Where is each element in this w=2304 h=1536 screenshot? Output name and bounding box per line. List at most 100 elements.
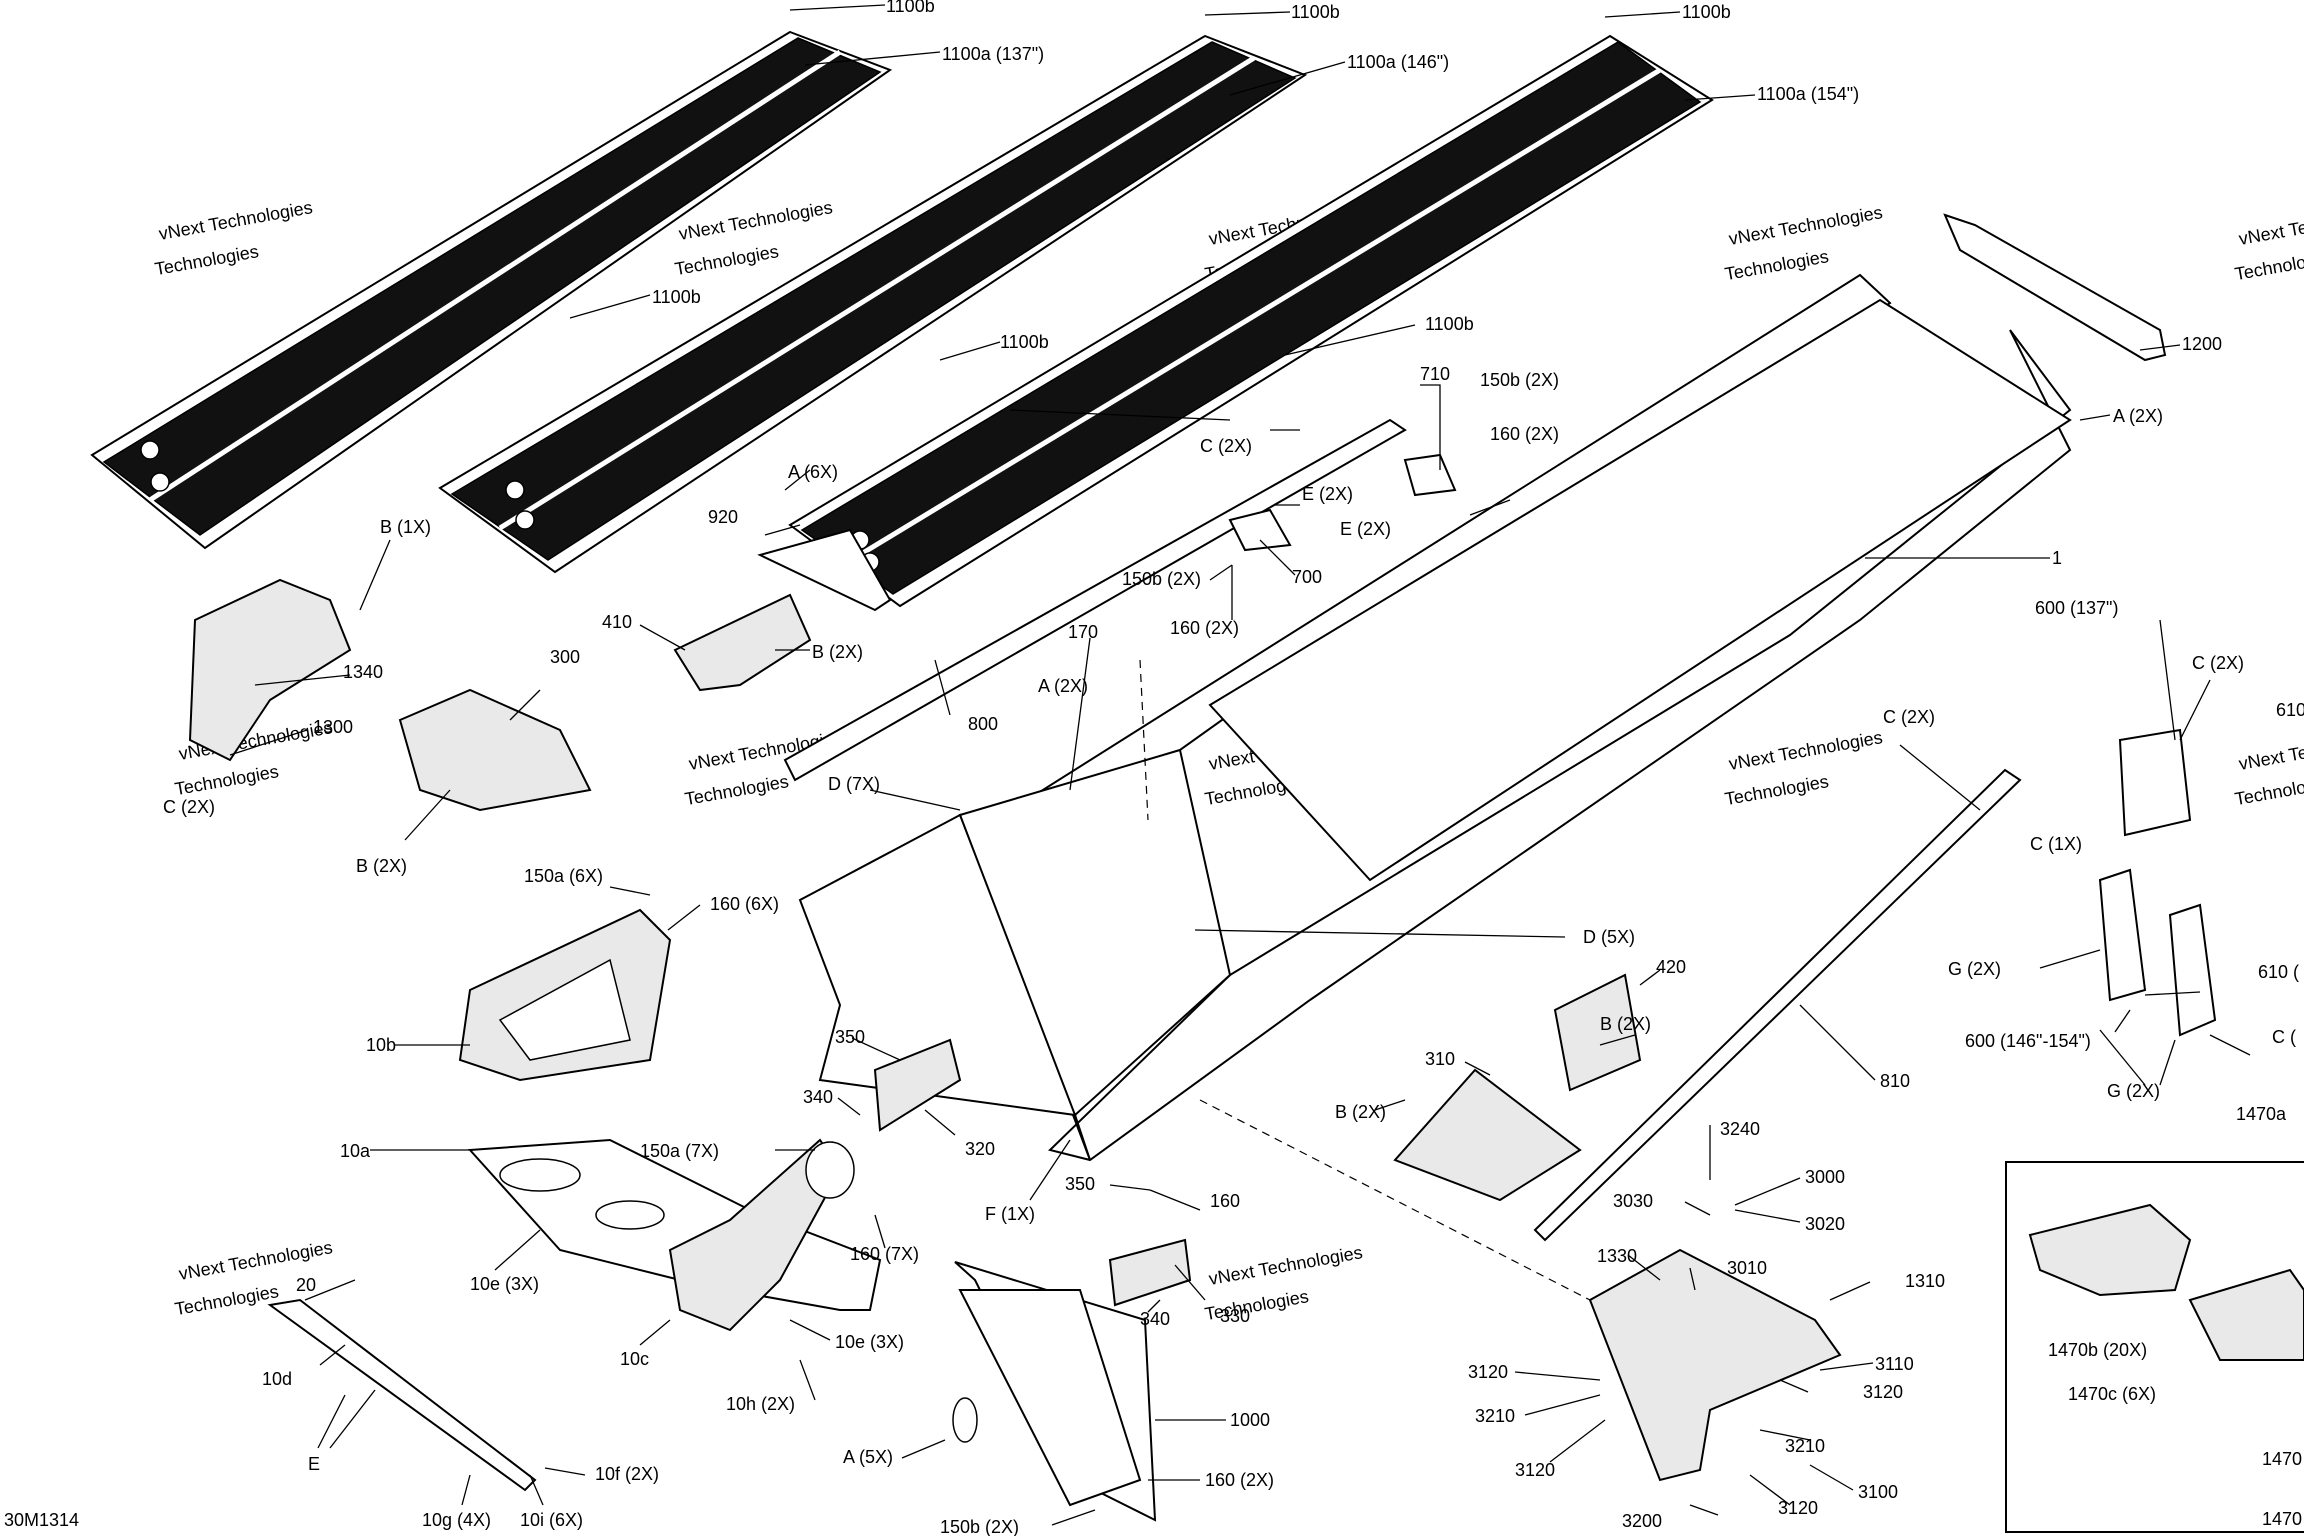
label-3030: 3030 xyxy=(1613,1191,1653,1211)
label-810: 810 xyxy=(1880,1071,1910,1091)
watermark-text: vNext Technologies xyxy=(1207,1242,1364,1289)
label-C-2x: C (2X) xyxy=(2192,653,2244,673)
label-F-1x: F (1X) xyxy=(985,1204,1035,1224)
label-150b-2x: 150b (2X) xyxy=(1480,370,1559,390)
bumper-310 xyxy=(1393,1068,1582,1202)
label-1100b: 1100b xyxy=(1000,332,1049,352)
label-B-2x: B (2X) xyxy=(1335,1102,1386,1122)
label-340: 340 xyxy=(803,1087,833,1107)
label-E-2x: E (2X) xyxy=(1340,519,1391,539)
watermark-text: vNext Technologies xyxy=(2237,727,2304,774)
label-10a: 10a xyxy=(340,1141,371,1161)
label-330: 330 xyxy=(1220,1306,1250,1326)
label-150b-2x: 150b (2X) xyxy=(940,1517,1019,1536)
label-160-2x: 160 (2X) xyxy=(1170,618,1239,638)
label-10d: 10d xyxy=(262,1369,292,1389)
label-B-2x: B (2X) xyxy=(1600,1014,1651,1034)
watermark-text: Technologies xyxy=(683,771,790,809)
label-310: 310 xyxy=(1425,1049,1455,1069)
diagram-code: 30M1314 xyxy=(4,1510,79,1530)
label-10i-6x: 10i (6X) xyxy=(520,1510,583,1530)
label-600-137: 600 (137") xyxy=(2035,598,2118,618)
label-10f-2x: 10f (2X) xyxy=(595,1464,659,1484)
label-3120: 3120 xyxy=(1863,1382,1903,1402)
label-1: 1 xyxy=(2052,548,2062,568)
label-1470a: 1470a xyxy=(2236,1104,2287,1124)
leader-lines xyxy=(229,4,2251,1526)
label-10g-4x: 10g (4X) xyxy=(422,1510,491,1530)
label-1100a-137: 1100a (137") xyxy=(942,44,1044,64)
label-610: 610 ( xyxy=(2258,962,2299,982)
label-710: 710 xyxy=(1420,364,1450,384)
label-1100b: 1100b xyxy=(886,0,935,16)
label-700: 700 xyxy=(1292,567,1322,587)
label-150a-7x: 150a (7X) xyxy=(640,1141,719,1161)
watermark-text: Technologies xyxy=(1723,246,1830,284)
bracket-410 xyxy=(673,593,812,692)
watermark-text: Technologies xyxy=(2233,246,2304,284)
label-10c: 10c xyxy=(620,1349,649,1369)
plate-330 xyxy=(1108,1238,1192,1307)
label-1470c-6x: 1470c (6X) xyxy=(2068,1384,2156,1404)
label-320: 320 xyxy=(965,1139,995,1159)
label-1100a-146: 1100a (146") xyxy=(1347,52,1449,72)
label-E: E xyxy=(308,1454,320,1474)
label-D-7x: D (7X) xyxy=(828,774,880,794)
label-3020: 3020 xyxy=(1805,1214,1845,1234)
label-A-6x: A (6X) xyxy=(788,462,838,482)
label-1100b: 1100b xyxy=(1291,2,1340,22)
watermark-text: vNext Technologies xyxy=(1727,202,1884,249)
label-D-5x: D (5X) xyxy=(1583,927,1635,947)
label-3120: 3120 xyxy=(1778,1498,1818,1518)
watermark-text: Technologies xyxy=(2233,771,2304,809)
cooler-1000 xyxy=(952,1261,1157,1522)
label-B-2x: B (2X) xyxy=(356,856,407,876)
label-10e-3x: 10e (3X) xyxy=(470,1274,539,1294)
label-1100b: 1100b xyxy=(1425,314,1474,334)
label-C-1x: C (1X) xyxy=(2030,834,2082,854)
watermark-text: Technologies xyxy=(1723,771,1830,809)
label-1300: 1300 xyxy=(313,717,353,737)
label-1340: 1340 xyxy=(343,662,383,682)
label-3120: 3120 xyxy=(1468,1362,1508,1382)
rail-strip-137 xyxy=(90,30,893,550)
tunnel-assembly xyxy=(798,273,2072,1162)
label-1330: 1330 xyxy=(1597,1246,1637,1266)
label-300: 300 xyxy=(550,647,580,667)
label-150a-6x: 150a (6X) xyxy=(524,866,603,886)
label-A-2x: A (2X) xyxy=(2113,406,2163,426)
watermark-text: Technologies xyxy=(173,761,280,799)
label-3120: 3120 xyxy=(1515,1460,1555,1480)
label-C-2x: C (2X) xyxy=(1883,707,1935,727)
label-10b: 10b xyxy=(366,1035,396,1055)
label-350: 350 xyxy=(835,1027,865,1047)
label-E-2x: E (2X) xyxy=(1302,484,1353,504)
label-800: 800 xyxy=(968,714,998,734)
bracket-710 xyxy=(1403,453,1457,497)
label-160: 160 xyxy=(1210,1191,1240,1211)
label-600-146-154: 600 (146"-154") xyxy=(1965,1031,2091,1051)
watermark-text: Technologies xyxy=(173,1281,280,1319)
label-3110: 3110 xyxy=(1875,1354,1914,1374)
label-G-2x: G (2X) xyxy=(2107,1081,2160,1101)
label-160-6x: 160 (6X) xyxy=(710,894,779,914)
watermark-text: vNext Technologies xyxy=(677,197,834,244)
watermark-text: vNext Technologies xyxy=(157,197,314,244)
label-3210: 3210 xyxy=(1785,1436,1825,1456)
label-160-2x: 160 (2X) xyxy=(1490,424,1559,444)
label-1000: 1000 xyxy=(1230,1410,1270,1430)
label-160-2x: 160 (2X) xyxy=(1205,1470,1274,1490)
label-610: 610 xyxy=(2276,700,2304,720)
label-B-2x: B (2X) xyxy=(812,642,863,662)
label-C-2x: C (2X) xyxy=(163,797,215,817)
label-420: 420 xyxy=(1656,957,1686,977)
bumper-300 xyxy=(398,688,592,812)
label-170: 170 xyxy=(1068,622,1098,642)
bracket-10b xyxy=(458,908,672,1082)
rail-810 xyxy=(1533,768,2022,1242)
label-10h-2x: 10h (2X) xyxy=(726,1394,795,1414)
label-1100a-154: 1100a (154") xyxy=(1757,84,1859,104)
label-1100b: 1100b xyxy=(1682,2,1731,22)
watermark-text: Technologies xyxy=(153,241,260,279)
